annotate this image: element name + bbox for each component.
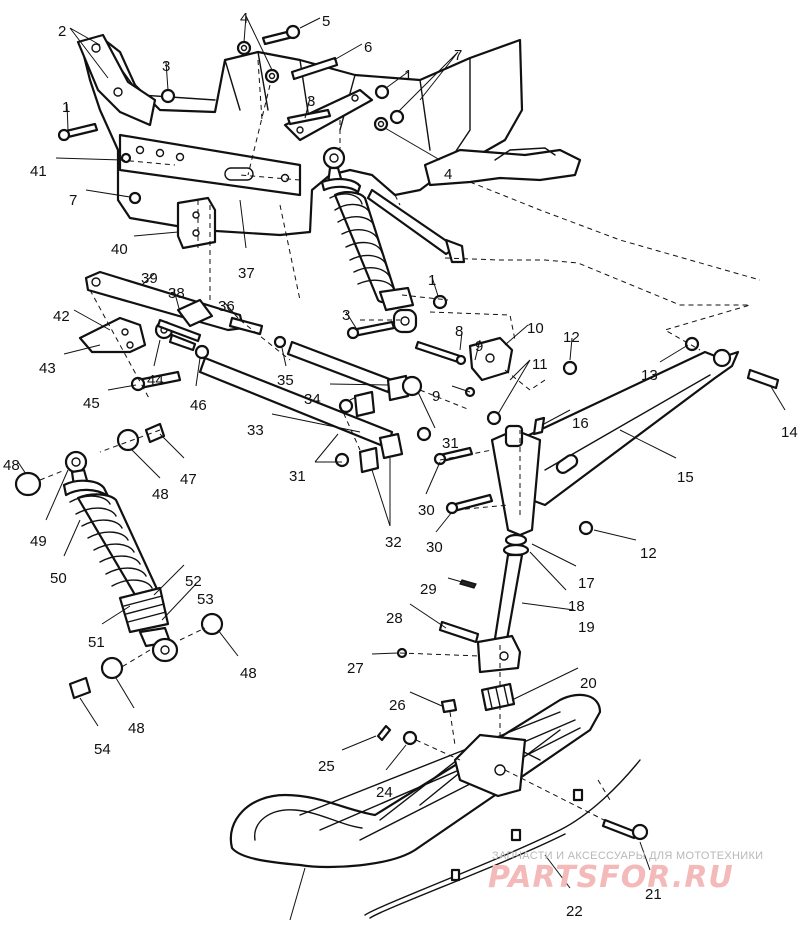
callout-5: 5 (322, 13, 330, 30)
callout-4: 4 (444, 166, 452, 183)
callout-41: 41 (30, 163, 47, 180)
callout-7: 7 (454, 47, 462, 64)
callout-51: 51 (88, 634, 105, 651)
callout-4: 4 (240, 10, 248, 27)
callout-10: 10 (527, 320, 544, 337)
callout-11: 11 (532, 356, 548, 373)
callout-40: 40 (111, 241, 128, 258)
spindle-19 (396, 416, 546, 674)
rod-bushings (334, 374, 432, 474)
callout-48: 48 (152, 486, 169, 503)
callout-38: 38 (168, 285, 185, 302)
callout-1: 1 (62, 99, 70, 116)
callout-30: 30 (426, 539, 443, 556)
callout-34: 34 (304, 391, 321, 408)
callout-9: 9 (475, 338, 483, 355)
callout-31: 31 (442, 435, 459, 452)
watermark-caption: ЗАПЧАСТИ И АКСЕССУАРЫ ДЛЯ МОТОТЕХНИКИ (492, 850, 764, 862)
callout-24: 24 (376, 784, 393, 801)
callout-27: 27 (347, 660, 364, 677)
callout-39: 39 (141, 270, 158, 287)
callout-42: 42 (53, 308, 70, 325)
callout-48: 48 (128, 720, 145, 737)
callout-35: 35 (277, 372, 294, 389)
callout-29: 29 (420, 581, 437, 598)
callout-30: 30 (418, 502, 435, 519)
callout-3: 3 (162, 58, 170, 75)
callout-48: 48 (3, 457, 20, 474)
wear-bar-22 (364, 759, 649, 919)
callout-53: 53 (197, 591, 214, 608)
radius-rod-35 (273, 335, 394, 394)
callout-17: 17 (578, 575, 595, 592)
callout-54: 54 (94, 741, 111, 758)
callout-37: 37 (238, 265, 255, 282)
callout-13: 13 (641, 367, 658, 384)
bracket-42 (78, 316, 147, 354)
callout-20: 20 (580, 675, 597, 692)
callout-3: 3 (342, 307, 350, 324)
frame-rail (423, 148, 582, 187)
callout-16: 16 (572, 415, 589, 432)
ski-23 (229, 682, 602, 869)
shock-bushings (14, 422, 224, 700)
leader-lines (17, 15, 786, 921)
callout-31: 31 (289, 468, 306, 485)
connection-lines (39, 59, 761, 823)
callout-26: 26 (389, 697, 406, 714)
callout-21: 21 (645, 886, 662, 903)
callout-50: 50 (50, 570, 67, 587)
callout-44: 44 (147, 372, 164, 389)
callout-1: 1 (404, 67, 412, 84)
callout-45: 45 (83, 395, 100, 412)
callout-19: 19 (578, 619, 595, 636)
callout-7: 7 (69, 192, 77, 209)
callout-12: 12 (640, 545, 657, 562)
callout-14: 14 (781, 424, 798, 441)
tie-rod-upper (366, 188, 594, 536)
callout-49: 49 (30, 533, 47, 550)
callout-3: 3 (307, 93, 315, 110)
callout-52: 52 (185, 573, 202, 590)
callout-46: 46 (190, 397, 207, 414)
callout-18: 18 (568, 598, 585, 615)
callout-9: 9 (432, 388, 440, 405)
callout-2: 2 (58, 23, 66, 40)
mounting-plate (118, 133, 302, 197)
ski-shock-absorber (320, 146, 418, 334)
bolt-45 (130, 370, 182, 392)
small-bracket (176, 196, 217, 250)
callout-33: 33 (247, 422, 264, 439)
callout-6: 6 (364, 39, 372, 56)
callout-47: 47 (180, 471, 197, 488)
callout-22: 22 (566, 903, 583, 920)
bolt-38-and-pivot (154, 298, 264, 352)
callout-12: 12 (563, 329, 580, 346)
watermark-logo: PARTSFOR.RU (488, 860, 734, 895)
track-shock-absorber (62, 450, 179, 663)
callout-48: 48 (240, 665, 257, 682)
callout-25: 25 (318, 758, 335, 775)
callout-15: 15 (677, 469, 694, 486)
callout-8: 8 (455, 323, 463, 340)
callout-28: 28 (386, 610, 403, 627)
callout-43: 43 (39, 360, 56, 377)
callout-36: 36 (218, 298, 235, 315)
upper-bracket (76, 33, 157, 127)
callout-32: 32 (385, 534, 402, 551)
callout-1: 1 (428, 272, 436, 289)
frame-fasteners (57, 24, 448, 340)
